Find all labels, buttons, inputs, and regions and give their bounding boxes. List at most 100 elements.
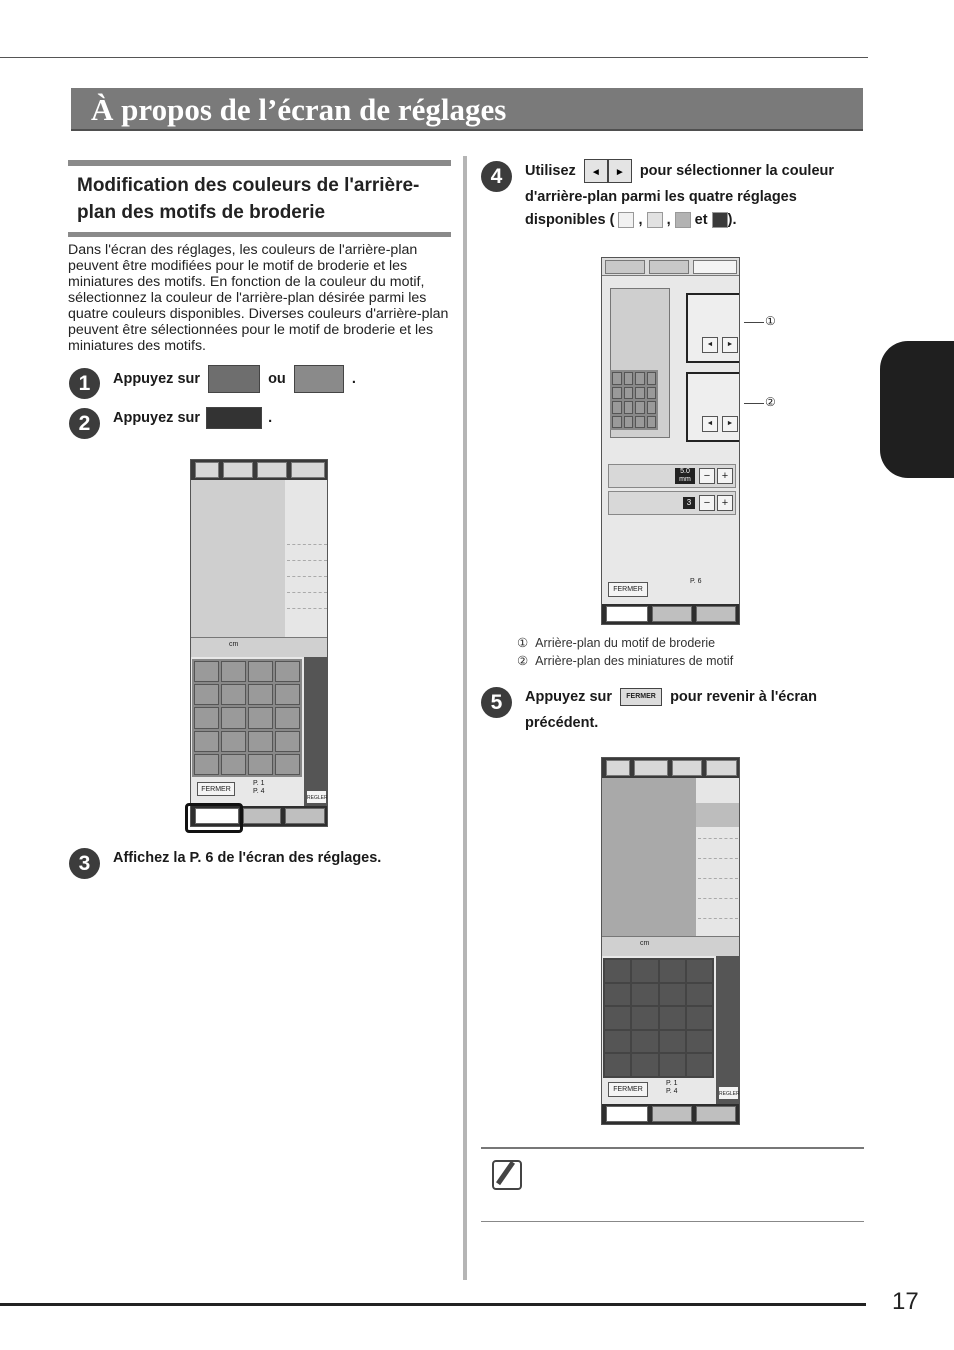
- step-2-number: 2: [69, 408, 100, 439]
- heading-rule-bottom: [68, 232, 451, 237]
- step-4-text: Utilisez ◄► pour sélectionner la couleur…: [525, 158, 860, 233]
- fermer-button[interactable]: FERMER: [197, 782, 235, 796]
- section-heading-block: Modification des couleurs de l'arrière-p…: [68, 160, 451, 237]
- abc-key-icon[interactable]: [223, 462, 253, 478]
- machine-help-icon[interactable]: [243, 808, 281, 824]
- callout-line-2: [744, 403, 764, 404]
- machine-help-icon[interactable]: [652, 606, 692, 622]
- callout-line-1: [744, 322, 764, 323]
- thumbnail-background-setting: ◄ ►: [686, 372, 739, 442]
- plus-button[interactable]: +: [717, 468, 733, 484]
- step-4-line2: d'arrière-plan parmi les quatre réglages: [525, 189, 797, 205]
- size-unit: cm: [640, 940, 650, 947]
- right-arrow-button[interactable]: ►: [722, 416, 738, 432]
- minus-button[interactable]: −: [699, 495, 715, 511]
- regler-button[interactable]: REGLER: [306, 790, 327, 804]
- embroidery-edit-key-icon: [208, 365, 261, 393]
- pattern-background-setting: ◄ ►: [686, 293, 739, 363]
- top-rule: [0, 57, 868, 58]
- screen-right-toolbar: [304, 657, 327, 808]
- swatch-mid-gray: [674, 212, 691, 229]
- tutorial-icon[interactable]: [696, 1106, 736, 1122]
- minus-button[interactable]: −: [699, 468, 715, 484]
- step-4-line3-before: disponibles (: [525, 212, 615, 228]
- embroidery-preview-area: [191, 480, 285, 637]
- size-unit: cm: [229, 641, 239, 648]
- step-5-after: pour revenir à l'écran: [670, 689, 817, 705]
- step-4-line1-after: pour sélectionner la couleur: [639, 163, 835, 179]
- right-arrow-button[interactable]: ►: [722, 337, 738, 353]
- tab-sewing-icon[interactable]: [649, 260, 689, 274]
- preview-side-panel: [285, 480, 327, 637]
- tab-general-icon[interactable]: [605, 260, 645, 274]
- page-indicator: P. 6: [690, 578, 702, 585]
- heading-rule-top: [68, 160, 451, 166]
- swatch-dark-gray: [711, 212, 728, 229]
- memo-rule-top: [481, 1147, 864, 1149]
- page-title: À propos de l’écran de réglages: [91, 92, 507, 127]
- section-heading: Modification des couleurs de l'arrière-p…: [77, 175, 420, 223]
- left-arrow-button[interactable]: ◄: [702, 337, 718, 353]
- step-1-text: Appuyez sur ou .: [113, 365, 356, 393]
- legend-item-1: ① Arrière-plan du motif de broderie: [517, 636, 716, 650]
- machine-help-icon[interactable]: [652, 1106, 692, 1122]
- edit-key-icon[interactable]: [257, 462, 287, 478]
- plus-button[interactable]: +: [717, 495, 733, 511]
- step-4-before: Utilisez: [525, 163, 576, 179]
- settings-key-icon[interactable]: [195, 808, 239, 824]
- settings-key-icon: [206, 407, 263, 430]
- size-info-bar: cm: [191, 637, 327, 657]
- tab-embroidery-icon[interactable]: [693, 260, 737, 274]
- tutorial-icon[interactable]: [285, 808, 325, 824]
- intro-paragraph: Dans l'écran des réglages, les couleurs …: [68, 242, 449, 354]
- footer-rule: [0, 1303, 866, 1306]
- screen-bottom-bar: [191, 806, 327, 826]
- thumbnail-preview-grid: [610, 370, 658, 430]
- highlight-box: [185, 803, 243, 833]
- embroidery-mode-icon[interactable]: [706, 760, 737, 776]
- step-3-number: 3: [69, 848, 100, 879]
- edit-key-icon[interactable]: [672, 760, 702, 776]
- stitch-key-icon[interactable]: [606, 760, 630, 776]
- memo-rule-bottom: [481, 1221, 864, 1222]
- tutorial-icon[interactable]: [696, 606, 736, 622]
- preview-side-panel: [696, 778, 739, 936]
- step-1-or: ou: [268, 370, 286, 387]
- step-5-before: Appuyez sur: [525, 689, 613, 705]
- regler-button[interactable]: REGLER: [718, 1086, 739, 1100]
- callout-2: ②: [765, 395, 776, 409]
- pattern-grid[interactable]: [192, 659, 302, 777]
- settings-key-icon[interactable]: [606, 1106, 648, 1122]
- count-row: 3 − +: [608, 491, 736, 515]
- screen-bottom-bar: [602, 1104, 739, 1124]
- left-arrow-button[interactable]: ◄: [702, 416, 718, 432]
- embroidery-mode-icon[interactable]: [291, 462, 325, 478]
- abc-key-icon[interactable]: [634, 760, 668, 776]
- page-title-bar: À propos de l’écran de réglages: [71, 88, 863, 131]
- page-number: 17: [892, 1288, 919, 1315]
- count-value: 3: [683, 497, 695, 509]
- chapter-side-tab: [880, 341, 954, 478]
- left-arrow-icon: ◄: [583, 159, 608, 184]
- fermer-button[interactable]: FERMER: [608, 1082, 648, 1097]
- pattern-grid[interactable]: [603, 958, 714, 1078]
- settings-tabs: [602, 258, 739, 276]
- step-4-number: 4: [481, 161, 512, 192]
- step-2-text: Appuyez sur .: [113, 405, 272, 431]
- settings-key-icon[interactable]: [606, 606, 648, 622]
- fermer-button[interactable]: FERMER: [608, 582, 648, 597]
- step-1-before: Appuyez sur: [113, 370, 201, 387]
- swatch-white: [618, 212, 635, 229]
- callout-1: ①: [765, 314, 776, 328]
- step-2-before: Appuyez sur: [113, 410, 201, 426]
- legend-item-2: ② Arrière-plan des miniatures de motif: [517, 654, 734, 668]
- embroidery-key-icon: [293, 365, 344, 393]
- screen-top-bar: [602, 758, 739, 778]
- fermer-key: FERMER: [620, 688, 663, 707]
- stitch-key-icon[interactable]: [195, 462, 219, 478]
